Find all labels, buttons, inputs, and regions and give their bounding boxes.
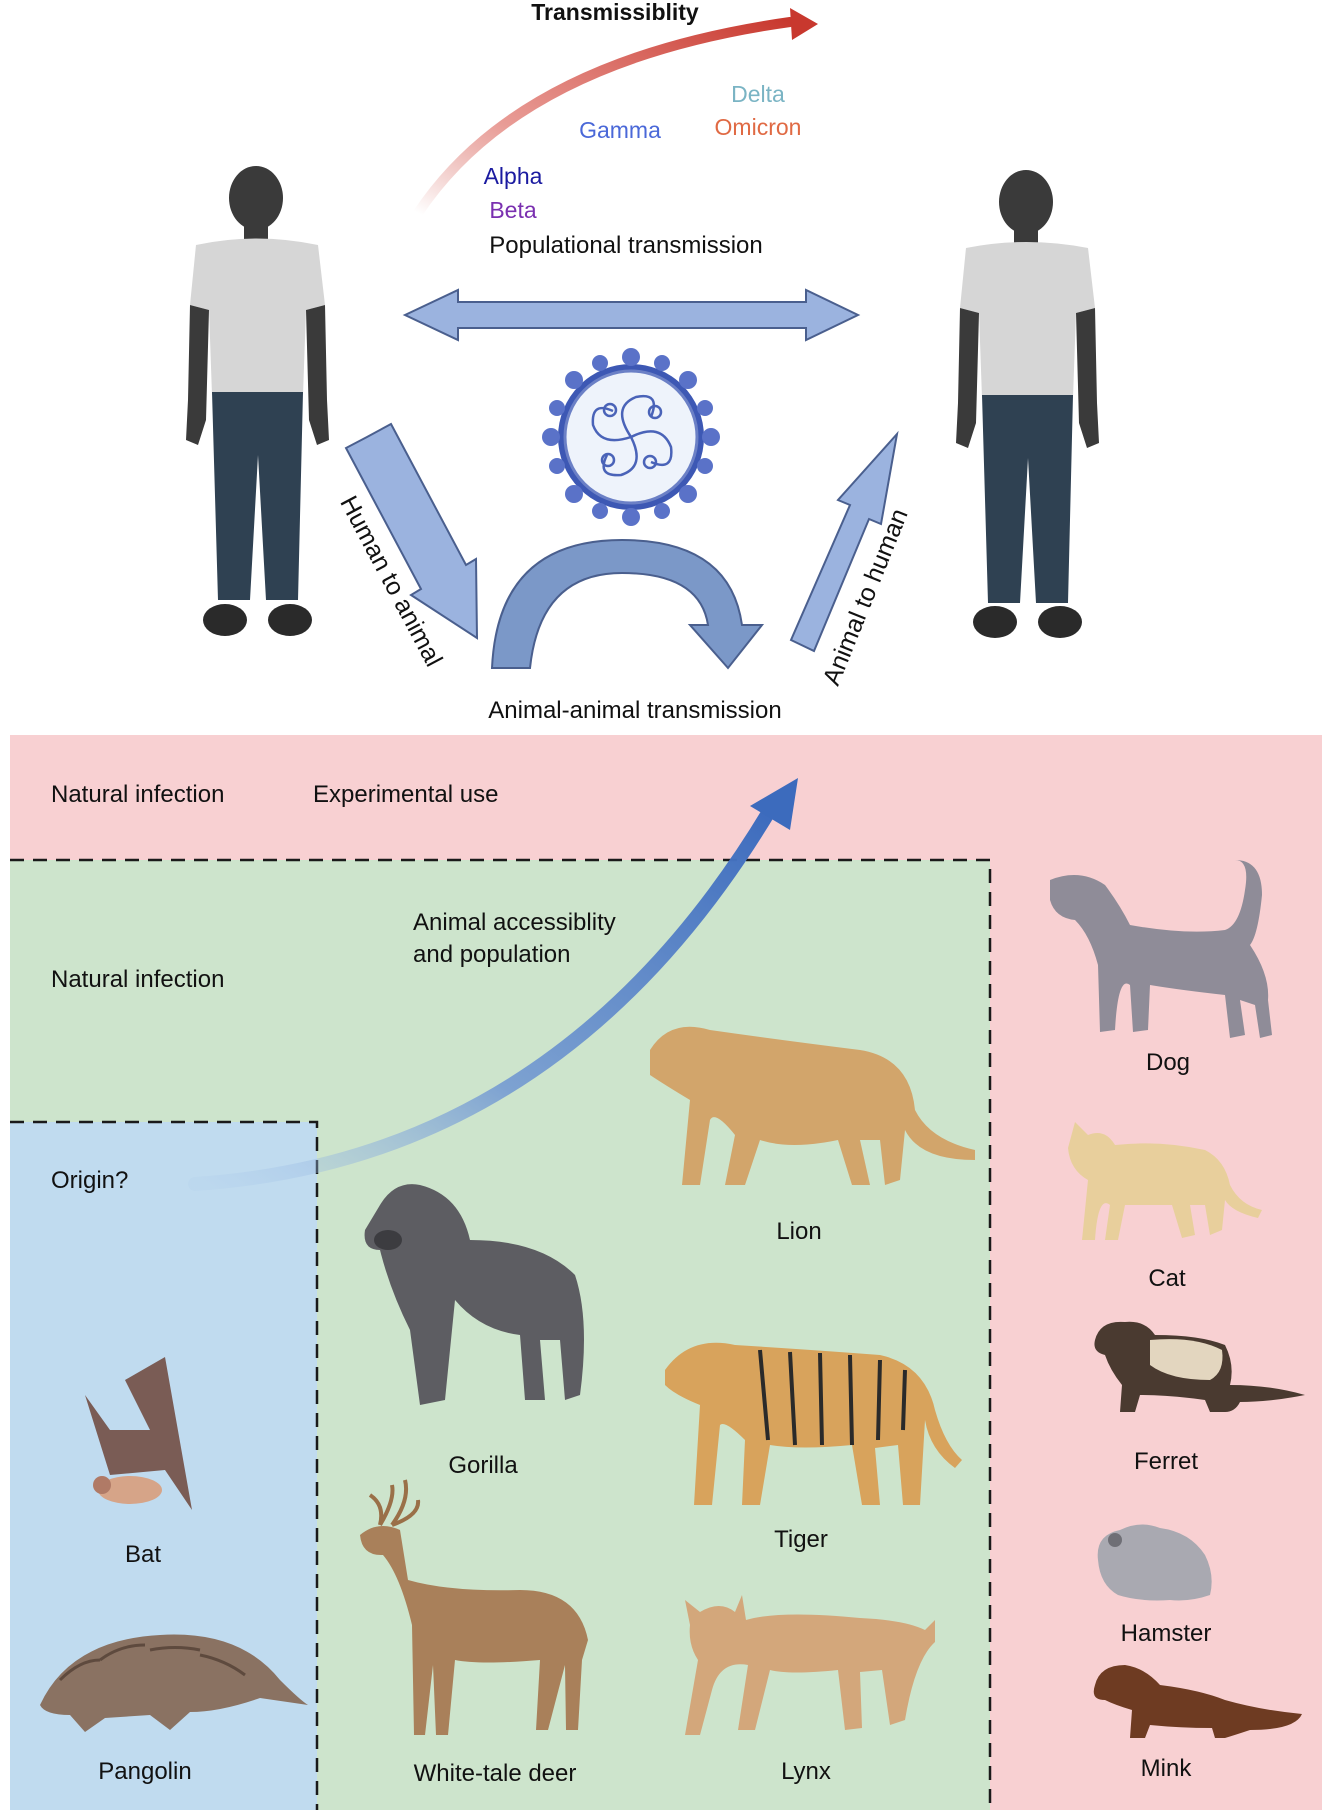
lynx-icon xyxy=(685,1595,935,1735)
accessibility-trend-arrowhead xyxy=(750,778,798,830)
green-zone-border xyxy=(10,858,992,1810)
transmissibility-label: Transmissiblity xyxy=(531,0,699,25)
virus-icon xyxy=(542,348,720,526)
animal-animal-label: Animal-animal transmission xyxy=(488,697,781,724)
pink-zone-label-experimental: Experimental use xyxy=(313,781,498,808)
dog-label: Dog xyxy=(1146,1049,1190,1076)
variant-alpha: Alpha xyxy=(484,163,543,189)
variant-omicron: Omicron xyxy=(715,114,802,140)
deer-label: White-tale deer xyxy=(414,1760,577,1787)
blue-zone-label: Origin? xyxy=(51,1167,128,1194)
bat-icon xyxy=(85,1357,192,1510)
variant-gamma: Gamma xyxy=(579,117,661,143)
gorilla-label: Gorilla xyxy=(448,1452,518,1479)
accessibility-label-line1: Animal accessiblity xyxy=(413,909,616,936)
populational-label: Populational transmission xyxy=(489,232,762,259)
populational-double-arrow xyxy=(402,288,861,342)
dog-icon xyxy=(1050,860,1272,1038)
transmissibility-arrow xyxy=(413,17,795,218)
accessibility-label-line2: and population xyxy=(413,941,570,968)
ferret-label: Ferret xyxy=(1134,1448,1198,1475)
animal-to-human-arrow xyxy=(789,430,899,653)
deer-icon xyxy=(360,1479,588,1735)
animal-animal-curved-arrow xyxy=(490,538,765,670)
cat-icon xyxy=(1068,1122,1262,1240)
mink-icon xyxy=(1093,1665,1302,1738)
lynx-label: Lynx xyxy=(781,1758,831,1785)
accessibility-trend-arrow xyxy=(188,803,777,1191)
variant-delta: Delta xyxy=(731,81,785,107)
cat-label: Cat xyxy=(1148,1265,1186,1292)
human-left xyxy=(186,166,329,636)
blue-zone-border xyxy=(10,1120,319,1810)
human-right xyxy=(956,170,1099,638)
lion-icon xyxy=(650,1026,975,1185)
tiger-icon xyxy=(665,1342,962,1505)
green-zone-label: Natural infection xyxy=(51,966,224,993)
mink-label: Mink xyxy=(1141,1755,1193,1782)
tiger-label: Tiger xyxy=(774,1526,828,1553)
transmissibility-arrowhead xyxy=(790,8,818,40)
bat-label: Bat xyxy=(125,1541,161,1568)
variant-beta: Beta xyxy=(489,197,537,223)
hamster-label: Hamster xyxy=(1121,1620,1212,1647)
pangolin-icon xyxy=(40,1634,308,1732)
pangolin-label: Pangolin xyxy=(98,1758,191,1785)
ferret-icon xyxy=(1094,1321,1305,1412)
gorilla-icon xyxy=(364,1184,584,1405)
human-to-animal-arrow xyxy=(344,422,479,640)
lion-label: Lion xyxy=(776,1218,821,1245)
hamster-icon xyxy=(1097,1524,1212,1601)
pink-zone-label-natural: Natural infection xyxy=(51,781,224,808)
